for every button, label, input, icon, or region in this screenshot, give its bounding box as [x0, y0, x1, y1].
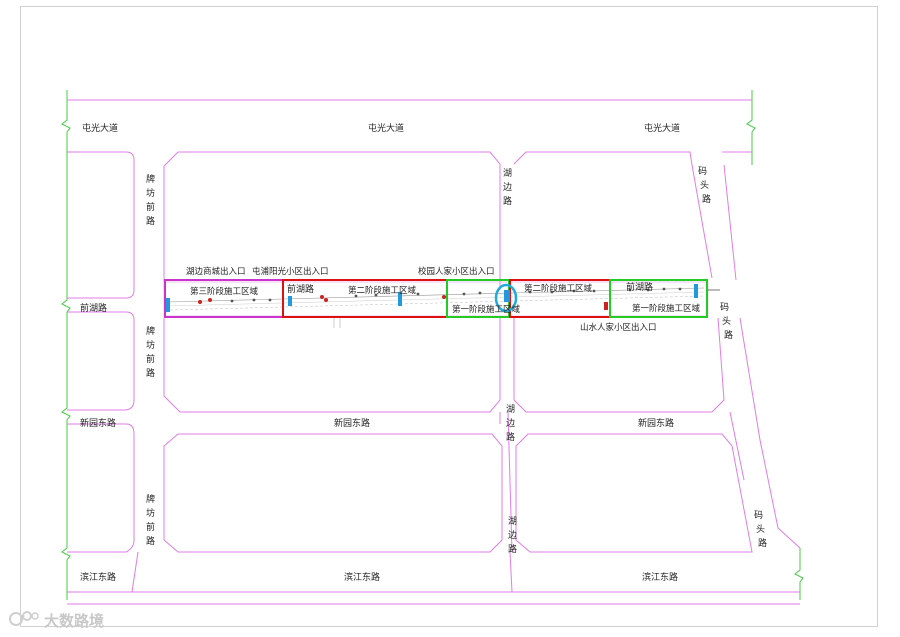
label-exit-hubian-mall: 湖边商城出入口 — [186, 266, 246, 277]
road-network — [67, 99, 801, 605]
sheet-border — [20, 6, 878, 627]
label-xinyuan-right: 新园东路 — [638, 417, 674, 429]
svg-text:头: 头 — [756, 524, 765, 535]
label-zone-phase2-left: 第二阶段施工区域 — [348, 285, 417, 296]
watermark-text: 大数路境 — [44, 612, 104, 630]
svg-text:码: 码 — [720, 302, 729, 313]
label-binjiang-left: 滨江东路 — [80, 571, 116, 583]
label-paifangqian-top: 牌 坊 前 路 — [146, 173, 155, 227]
label-zone-phase3: 第三阶段施工区域 — [190, 286, 259, 297]
svg-text:路: 路 — [503, 195, 512, 207]
label-binjiang-center: 滨江东路 — [344, 571, 380, 583]
label-qianhu-left: 前湖路 — [80, 302, 107, 314]
svg-text:边: 边 — [503, 182, 512, 193]
label-xinyuan-left: 新园东路 — [80, 417, 116, 429]
site-markers — [166, 283, 720, 313]
label-hubian-top: 湖 边 路 — [503, 168, 512, 207]
svg-text:路: 路 — [724, 329, 733, 341]
svg-text:路: 路 — [146, 535, 155, 547]
svg-text:前: 前 — [146, 521, 155, 533]
label-hubian-bottom: 湖 边 路 — [508, 516, 517, 555]
label-zone-phase1-right: 第一阶段施工区域 — [632, 303, 701, 314]
svg-text:码: 码 — [754, 510, 763, 521]
svg-text:路: 路 — [146, 215, 155, 227]
svg-text:路: 路 — [758, 537, 767, 549]
svg-text:坊: 坊 — [146, 507, 155, 519]
svg-text:路: 路 — [146, 367, 155, 379]
svg-text:前: 前 — [146, 201, 155, 213]
zone-phase3-box — [164, 279, 284, 318]
svg-text:湖: 湖 — [506, 404, 515, 415]
watermark-icon — [9, 612, 23, 626]
boundary-lines — [61, 90, 804, 600]
label-exit-shanshui-renjia: 山水人家小区出入口 — [580, 322, 657, 333]
svg-text:牌: 牌 — [146, 325, 155, 337]
label-qianhu-zone-right: 前湖路 — [626, 281, 653, 293]
svg-text:头: 头 — [700, 180, 709, 191]
zone-phase1-right-box — [609, 279, 708, 318]
svg-text:路: 路 — [702, 193, 711, 205]
label-paifangqian-mid: 牌 坊 前 路 — [146, 325, 155, 379]
svg-text:牌: 牌 — [146, 493, 155, 505]
label-exit-tunpu-yangguang: 屯浦阳光小区出入口 — [252, 266, 329, 277]
label-matou-bottom: 码 头 路 — [754, 510, 767, 549]
label-qianhu-zone-left: 前湖路 — [287, 283, 314, 295]
svg-text:前: 前 — [146, 353, 155, 365]
svg-text:边: 边 — [506, 418, 515, 429]
svg-text:湖: 湖 — [508, 516, 517, 527]
label-paifangqian-bottom: 牌 坊 前 路 — [146, 493, 155, 547]
svg-text:坊: 坊 — [146, 187, 155, 199]
label-zone-phase1-left: 第一阶段施工区域 — [452, 304, 521, 315]
svg-text:边: 边 — [508, 530, 517, 541]
svg-text:路: 路 — [508, 543, 517, 555]
svg-text:路: 路 — [506, 431, 515, 443]
label-exit-xiaoyuan-renjia: 校园人家小区出入口 — [418, 266, 495, 277]
label-tunguang-center: 屯光大道 — [368, 122, 404, 134]
label-tunguang-right: 屯光大道 — [644, 122, 680, 134]
label-xinyuan-center: 新园东路 — [334, 417, 370, 429]
svg-text:牌: 牌 — [146, 173, 155, 185]
watermark-logo: 大数路境 — [9, 611, 104, 630]
label-hubian-mid: 湖 边 路 — [506, 404, 515, 443]
label-matou-top: 码 头 路 — [698, 166, 711, 205]
label-zone-phase2-right: 第二阶段施工区域 — [524, 283, 593, 294]
label-matou-mid: 码 头 路 — [720, 302, 733, 341]
svg-text:头: 头 — [722, 316, 731, 327]
label-binjiang-right: 滨江东路 — [642, 571, 678, 583]
svg-text:湖: 湖 — [503, 168, 512, 179]
svg-text:码: 码 — [698, 166, 707, 177]
label-tunguang-left: 屯光大道 — [82, 122, 118, 134]
svg-text:坊: 坊 — [146, 339, 155, 351]
